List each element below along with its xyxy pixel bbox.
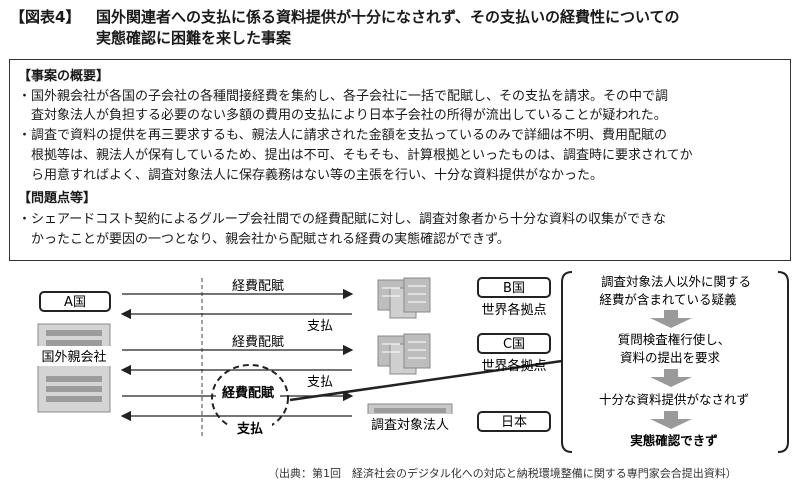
flow-suspicion-line1: 調査対象法人以外に関する (601, 274, 751, 289)
country-japan-label: 日本 (477, 411, 551, 432)
target-corporation-label: 調査対象法人 (371, 418, 449, 433)
subsidiary-c-building-icon (377, 333, 431, 375)
flow-bracket-right (777, 271, 789, 453)
issues-heading: 【問題点等】 (18, 191, 97, 206)
parent-company-label: 国外親会社 (41, 349, 106, 365)
flow-suspicion-line2: 経費が含まれている疑義 (599, 292, 737, 307)
flow-result: 実態確認できず (630, 433, 718, 448)
allocation-label-b: 経費配賦 (232, 279, 284, 294)
flow-bracket-left (561, 271, 573, 453)
overview-line: ら用意すればよく、調査対象法人に保存義務はない等の主張を行い、十分な資料提供がな… (18, 168, 604, 183)
transaction-diagram: A国 国外親会社 経費配賦 支払 経費配賦 支払 経費配賦 支払 (24, 271, 789, 453)
country-c-label: C国 (477, 333, 551, 354)
target-corp-label-bg (356, 414, 464, 434)
flow-step2: 十分な資料提供がなされず (599, 392, 749, 407)
parent-label-bg (24, 346, 124, 366)
svg-text:B国: B国 (503, 281, 525, 296)
flow-down-arrow-icon (650, 310, 692, 328)
country-b-label: B国 (477, 277, 551, 298)
payment-label-jp: 支払 (236, 421, 263, 437)
case-summary-box: 【事案の概要】 ・国外親会社が各国の子会社の各種間接経費を集約し、各子会社に一括… (9, 59, 791, 261)
issues-line: ・シェアードコスト契約によるグループ会社間での経費配賦に対し、調査対象者から十分… (18, 212, 667, 227)
flow-step1-line1: 質問検査権行使し、 (618, 332, 731, 347)
allocation-label-jp: 経費配賦 (222, 385, 274, 401)
subsidiary-b-building-icon (377, 277, 431, 319)
connector-line (289, 359, 563, 402)
issues-line: かったことが要因の一つとなり、親会社から配賦される経費の実態確認ができず。 (18, 232, 510, 247)
world-locations-b-label: 世界各拠点 (481, 302, 546, 318)
flow-step1-line2: 資料の提出を要求 (620, 350, 721, 365)
overview-line: 査対象法人が負担する必要のない多額の費用の支払により日本子会社の所得が流出してい… (18, 108, 667, 123)
allocation-label-c: 経費配賦 (232, 335, 284, 350)
payment-label-b: 支払 (307, 319, 333, 334)
svg-text:A国: A国 (64, 295, 86, 310)
country-a-label: A国 (39, 291, 111, 312)
svg-text:日本: 日本 (501, 415, 527, 430)
payment-label-jp-bg (228, 419, 272, 437)
world-locations-c-label: 世界各拠点 (481, 358, 546, 374)
payment-label-c: 支払 (307, 375, 333, 390)
flow-down-arrow-icon (650, 411, 692, 429)
allocation-label-jp-bg (216, 383, 280, 401)
flow-down-arrow-icon (650, 369, 692, 387)
overview-line: ・国外親会社が各国の子会社の各種間接経費を集約し、各子会社に一括で配賦し、その支… (18, 89, 669, 104)
parent-company-building-icon (37, 323, 111, 413)
overview-heading: 【事案の概要】 (18, 69, 110, 84)
overview-line: 根拠等は、親法人が保有しているため、提出は不可、そもそも、計算根拠といったものは… (18, 148, 693, 163)
figure-title-line2: 実態確認に困難を来した事案 (96, 29, 292, 47)
source-citation: （出典：第1回 経済社会のデジタル化への対応と納税環境整備に関する専門家会合提出… (268, 467, 737, 480)
overview-line: ・調査で資料の提供を再三要求するも、親法人に請求された金額を支払っているのみで詳… (18, 128, 667, 143)
figure-number: 【図表4】 (10, 8, 81, 26)
svg-text:C国: C国 (503, 337, 525, 352)
figure-title-line1: 国外関連者への支払に係る資料提供が十分になされず、その支払いの経費性についての (96, 8, 680, 26)
